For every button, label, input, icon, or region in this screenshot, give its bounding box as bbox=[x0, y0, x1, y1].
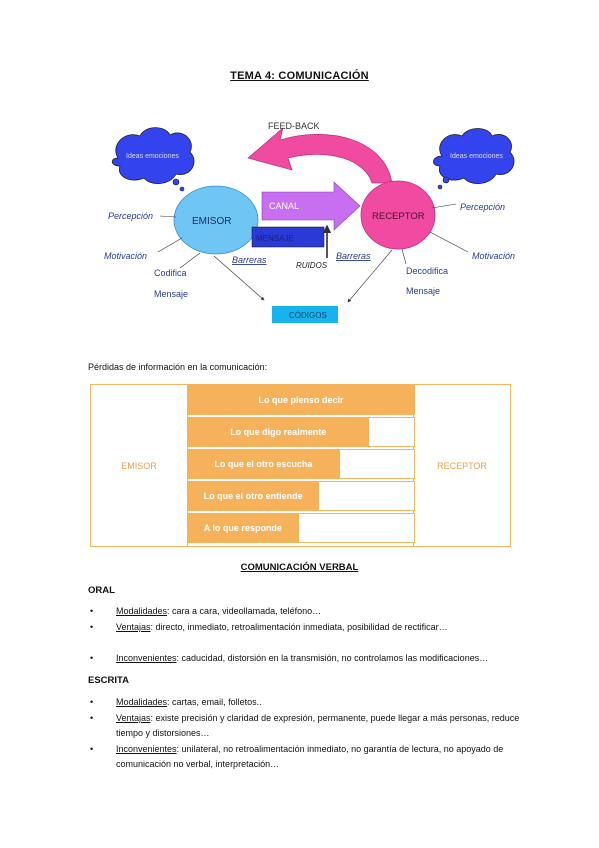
codigos-box bbox=[272, 306, 338, 323]
loss-row-label: Lo que el otro escucha bbox=[187, 449, 340, 479]
bullet-key: Ventajas bbox=[116, 622, 151, 632]
mensaje-label: MENSAJE bbox=[256, 234, 294, 243]
barreras-left-label: Barreras bbox=[232, 255, 267, 265]
bullet-icon: • bbox=[90, 653, 94, 663]
feedback-arrow bbox=[247, 127, 393, 184]
loss-row-label: A lo que responde bbox=[187, 513, 299, 543]
bullet-text: : unilateral, no retroalimentación inmed… bbox=[116, 744, 504, 769]
bullet-icon: • bbox=[90, 713, 94, 723]
bullet-key: Ventajas bbox=[116, 713, 151, 723]
bullet-icon: • bbox=[90, 606, 94, 616]
cloud-left-shape bbox=[111, 127, 195, 192]
bullet-icon: • bbox=[90, 697, 94, 707]
bullet-key: Modalidades bbox=[116, 606, 168, 616]
loss-row-label: Lo que el otro entiende bbox=[187, 481, 320, 511]
cloud-left-label: Ideas emociones bbox=[126, 153, 179, 160]
loss-row: Lo que digo realmente bbox=[187, 417, 415, 447]
feedback-label: FEED-BACK bbox=[268, 121, 320, 131]
codifica-label: Codifica bbox=[154, 268, 187, 278]
loss-row-label: Lo que pienso decir bbox=[187, 385, 415, 415]
motivacion-left-label: Motivación bbox=[104, 251, 147, 261]
codigos-label: CÓDIGOS bbox=[289, 311, 327, 320]
page-title: TEMA 4: COMUNICACIÓN bbox=[230, 70, 369, 82]
loss-row-label: Lo que digo realmente bbox=[187, 417, 370, 447]
receptor-label: RECEPTOR bbox=[372, 211, 425, 222]
escrita-heading: ESCRITA bbox=[88, 675, 129, 686]
bullet-text: : caducidad, distorsión en la transmisió… bbox=[176, 653, 489, 663]
bullet-text: : directo, inmediato, retroalimentación … bbox=[150, 622, 448, 632]
percepcion-left-label: Percepción bbox=[108, 211, 153, 221]
bullet-icon: • bbox=[90, 622, 94, 632]
bullet-text: : cara a cara, videollamada, teléfono… bbox=[167, 606, 322, 616]
losses-label: Pérdidas de información en la comunicaci… bbox=[88, 362, 268, 372]
loss-receptor-cell: RECEPTOR bbox=[413, 385, 510, 546]
cloud-right-label: Ideas emociones bbox=[450, 153, 503, 160]
mensaje-left-label: Mensaje bbox=[154, 289, 188, 299]
barreras-right-label: Barreras bbox=[336, 251, 371, 261]
bullet-text: : cartas, email, folletos.. bbox=[167, 697, 262, 707]
bullet-key: Modalidades bbox=[116, 697, 168, 707]
percepcion-right-label: Percepción bbox=[460, 202, 505, 212]
ruidos-label: RUIDOS bbox=[296, 261, 328, 270]
emisor-ellipse bbox=[173, 185, 259, 255]
bullet-key: Inconvenientes bbox=[116, 653, 177, 663]
canal-arrow bbox=[261, 181, 361, 231]
loss-row: A lo que responde bbox=[187, 513, 415, 543]
canal-label: CANAL bbox=[269, 201, 299, 211]
bullet-key: Inconvenientes bbox=[116, 744, 177, 754]
emisor-label: EMISOR bbox=[192, 216, 231, 227]
mensaje-right-label: Mensaje bbox=[406, 286, 440, 296]
bullet-item: • Ventajas: existe precisión y claridad d… bbox=[90, 711, 526, 741]
motivacion-right-label: Motivación bbox=[472, 251, 515, 261]
loss-row: Lo que el otro escucha bbox=[187, 449, 415, 479]
cloud-right-shape bbox=[433, 128, 515, 190]
bullet-item: • Ventajas: directo, inmediato, retroalim… bbox=[90, 620, 526, 635]
loss-emisor-cell: EMISOR bbox=[91, 385, 188, 546]
oral-heading: ORAL bbox=[88, 585, 115, 596]
loss-row: Lo que el otro entiende bbox=[187, 481, 415, 511]
bullet-item: • Inconvenientes: unilateral, no retroali… bbox=[90, 742, 526, 772]
communication-diagram: FEED-BACK Ideas emociones Ideas emocione… bbox=[104, 121, 515, 323]
bullet-item: • Modalidades: cara a cara, videollamada,… bbox=[90, 604, 526, 619]
mensaje-box bbox=[251, 226, 325, 248]
bullet-item: • Modalidades: cartas, email, folletos.. bbox=[90, 695, 526, 710]
decodifica-label: Decodifica bbox=[406, 266, 448, 276]
bullet-icon: • bbox=[90, 744, 94, 754]
bullet-text: : existe precisión y claridad de expresi… bbox=[116, 713, 520, 738]
loss-row: Lo que pienso decir bbox=[187, 385, 415, 415]
receptor-ellipse bbox=[360, 180, 436, 250]
verbal-heading: COMUNICACIÓN VERBAL bbox=[240, 562, 359, 573]
bullet-item: • Inconvenientes: caducidad, distorsión e… bbox=[90, 651, 526, 666]
